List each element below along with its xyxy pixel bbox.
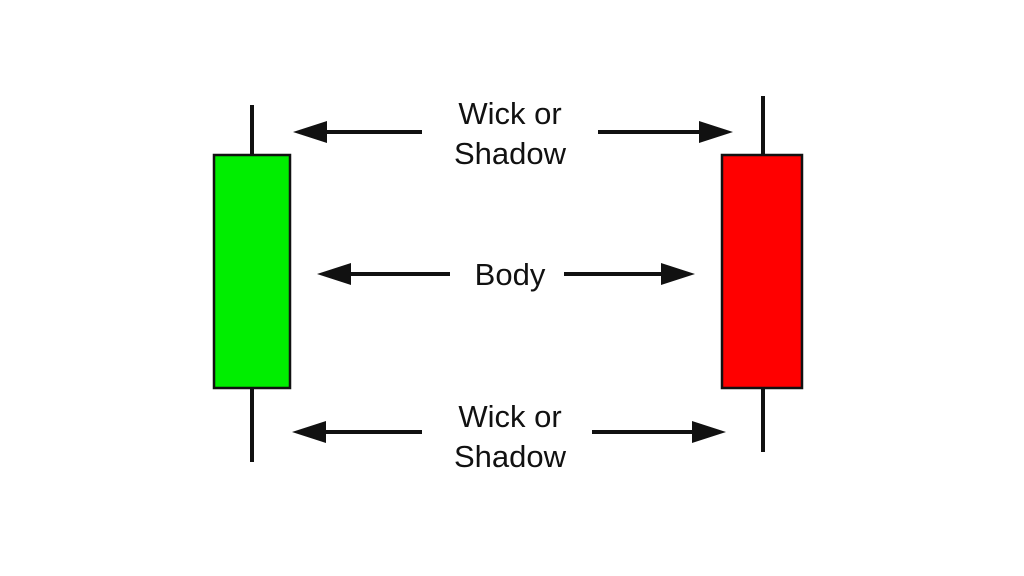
bearish-candle — [720, 96, 804, 452]
bottom-left-arrow — [292, 421, 422, 443]
bullish-body — [212, 153, 292, 390]
bottom-wick-label-line2: Shadow — [453, 439, 567, 474]
top-right-arrow — [598, 121, 733, 143]
top-left-arrow — [293, 121, 422, 143]
body-label: Body — [440, 255, 580, 295]
bearish-body — [720, 153, 804, 390]
bottom-wick-label: Wick or Shadow — [410, 397, 610, 477]
body-left-arrow — [317, 263, 450, 285]
top-wick-label: Wick or Shadow — [410, 94, 610, 174]
bullish-candle — [212, 105, 292, 462]
top-wick-label-line2: Shadow — [453, 136, 567, 171]
bottom-wick-label-line1: Wick or — [458, 399, 562, 434]
bottom-right-arrow — [592, 421, 726, 443]
body-right-arrow — [564, 263, 695, 285]
top-wick-label-line1: Wick or — [458, 96, 562, 131]
body-label-text: Body — [474, 257, 546, 292]
